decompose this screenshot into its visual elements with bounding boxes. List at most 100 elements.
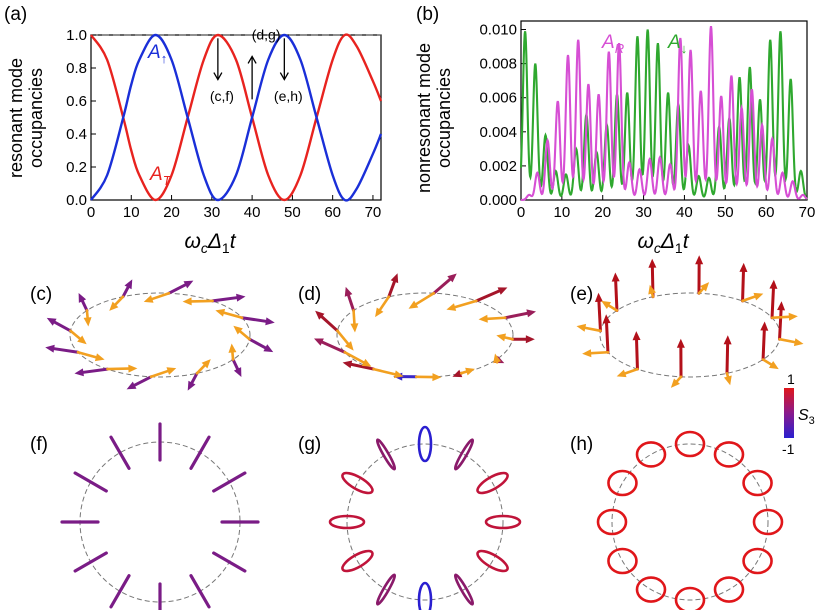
arrow-head [465,367,475,376]
arrow-head [109,301,119,311]
arrow-icon [76,350,105,362]
arrow-icon [182,297,214,306]
label-b-down: A↓ [667,32,687,56]
chart-a-xlabel: ωcΔ1t [184,230,236,256]
arrow-head [201,359,211,369]
arrow-head [753,292,764,301]
arrow-shaft [503,311,529,320]
arrow-shaft [453,299,478,309]
arrow-head [594,292,603,303]
chart-b-xtick-label: 50 [717,204,734,221]
arrow-shaft [149,369,170,379]
panel-g-polarization-ring [328,425,522,610]
chart-b-xtick-label: 0 [517,204,525,221]
arrow-icon [69,329,87,345]
polarization-ellipse-icon [375,573,397,606]
panel-label-a: (a) [4,4,27,25]
arrow-shaft [320,340,347,354]
polarization-ellipse-icon [607,547,638,575]
ring-outline [346,443,504,601]
arrow-head [648,284,657,295]
arrow-shaft [761,358,773,366]
arrow-head [526,309,537,318]
arrow-shaft [697,287,705,295]
arrow-shaft [85,309,89,319]
arrow-head [315,310,325,320]
arrow-icon [231,358,242,377]
arrow-icon [149,367,177,379]
arrow-icon [343,350,372,367]
arrow-icon [195,359,211,375]
arrow-icon [78,293,89,312]
arrow-head [94,353,105,362]
arrow-shaft [675,375,683,383]
polarization-ellipse-icon [453,438,475,471]
panel-d-polarization-field [313,273,537,382]
arrow-icon [121,279,133,299]
arrow-icon [315,310,339,333]
arrow-shaft [343,350,365,364]
arrow-shaft [190,299,214,303]
arrow-icon [670,375,683,388]
arrow-shaft [635,338,639,371]
arrow-icon [493,353,501,364]
chart-a-ytick-label: 0.0 [66,192,87,209]
colorbar-max-label: 1 [787,371,795,387]
arrow-icon [582,349,610,358]
arrow-icon [648,284,657,299]
arrow-shaft [80,299,89,312]
arrow-shaft [211,296,239,303]
arrow-head [632,331,641,341]
chart-b-ylabel-1: nonresonant mode [414,43,434,193]
arrow-head [265,317,275,326]
annotation-label: (c,f) [210,88,234,104]
arrow-icon [676,338,685,379]
arrow-shaft [52,347,80,354]
ring-outline [79,441,241,603]
arrow-head [187,380,196,391]
arrow-head [233,367,242,377]
polarization-ellipse-icon [596,508,628,536]
arrow-shaft [240,316,268,323]
arrow-shaft [414,291,436,306]
arrow-shaft [650,292,655,299]
annotation-label: (d,g) [252,26,281,42]
chart-b-ytick-label: 0.002 [479,158,517,175]
arrow-head [263,344,274,353]
arrow-head [777,301,786,311]
arrow-head [670,378,680,388]
arrow-head [478,314,488,323]
polarization-line-icon [189,435,211,470]
arrow-icon [741,292,764,303]
panel-label-h: (h) [570,434,593,455]
chart-b-ytick-label: 0.006 [479,90,517,107]
panel-label-d: (d) [298,284,321,305]
polarization-ellipse-icon [341,471,374,495]
arrow-icon [211,293,246,303]
annotation-arrowhead [213,72,223,81]
arrow-head [77,335,87,345]
chart-a-xtick-label: 50 [284,204,301,221]
polarization-ellipse-icon [742,547,773,575]
polarization-ellipse-icon [328,514,366,530]
polarization-ellipse-icon [752,508,784,536]
chart-a-ylabel-2: occupancies [26,68,46,168]
arrow-shaft [607,304,619,312]
arrow-head [739,262,748,273]
arrow-shaft [231,358,240,371]
ring-outline [611,443,769,601]
arrow-shaft [614,279,619,312]
arrow-shaft [69,329,82,340]
arrow-shaft [778,337,796,344]
polarization-ellipse-icon [417,581,433,610]
arrow-head [45,344,55,353]
arrow-shaft [76,350,98,359]
arrow-shaft [378,295,391,311]
chart-b-xtick-label: 10 [554,204,571,221]
arrow-head [78,293,87,303]
arrow-head [616,369,627,378]
arrow-head [350,323,359,333]
arrow-head [793,338,804,347]
